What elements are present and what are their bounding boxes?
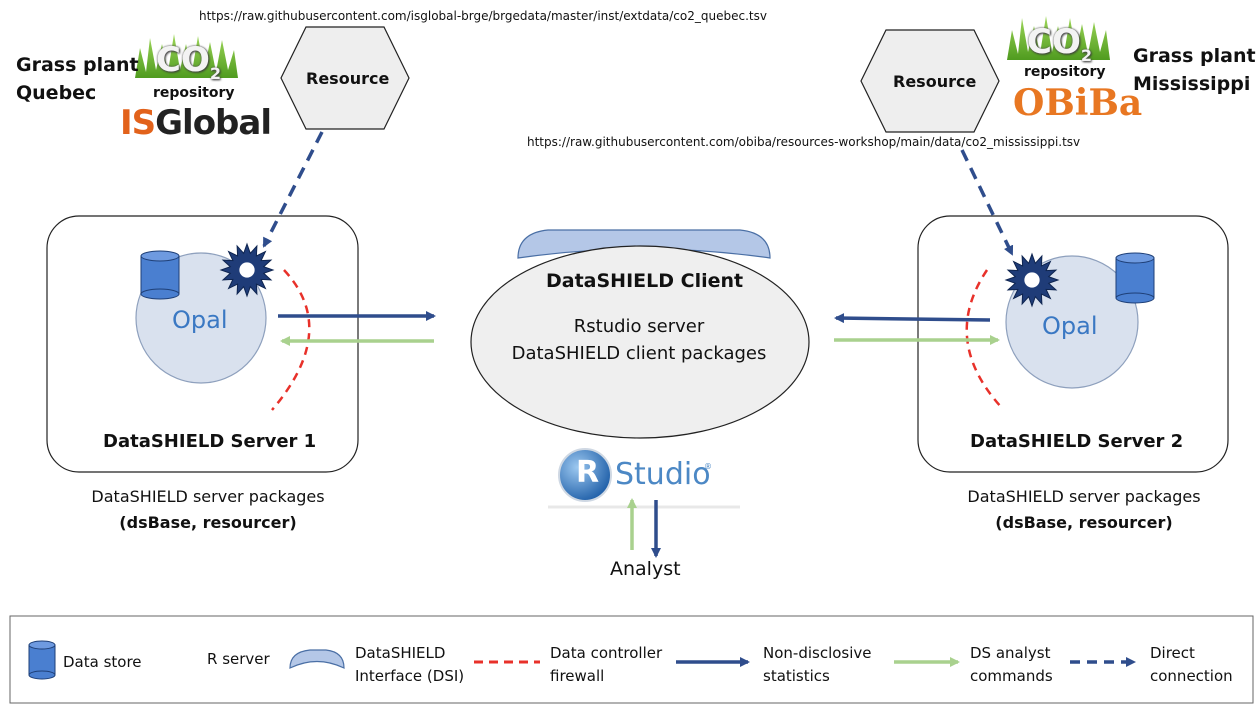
- isglobal-logo: ISGlobal: [120, 103, 272, 143]
- legend-data-store-label: Data store: [63, 653, 142, 671]
- site-left-line2: Quebec: [16, 82, 97, 104]
- r-server2-icon: [1004, 252, 1060, 308]
- legend-commands-line2: commands: [970, 667, 1053, 685]
- co2-right-logo: CO2: [1027, 22, 1092, 65]
- server1-packages: DataSHIELD server packages (dsBase, reso…: [58, 484, 358, 536]
- server1-title: DataSHIELD Server 1: [103, 431, 317, 452]
- co2-left-logo: CO2: [156, 40, 221, 83]
- server2-title: DataSHIELD Server 2: [970, 431, 1184, 452]
- site-right-label: Grass plant Mississippi: [1133, 42, 1256, 98]
- client-subtitle: Rstudio server DataSHIELD client package…: [486, 313, 792, 367]
- resource-hex-left: [280, 26, 410, 130]
- server1-packages-line: DataSHIELD server packages: [91, 487, 325, 506]
- obiba-logo: OBiBa: [1013, 82, 1143, 124]
- server2-packages: DataSHIELD server packages (dsBase, reso…: [934, 484, 1234, 536]
- legend-box: [9, 615, 1254, 704]
- legend-dsi-label: DataSHIELD Interface (DSI): [355, 642, 464, 688]
- rstudio-ball: [558, 448, 612, 502]
- opal2-label: Opal: [1042, 312, 1098, 340]
- analyst-label: Analyst: [610, 558, 681, 580]
- resource-right-label: Resource: [893, 72, 977, 91]
- r-server1-icon: [219, 242, 275, 298]
- legend-direct-line2: connection: [1150, 667, 1233, 685]
- data-store1-icon: [140, 250, 180, 300]
- client-ellipse: [470, 245, 810, 439]
- legend-direct-label: Direct connection: [1150, 642, 1233, 688]
- direct-connection-left: [262, 131, 324, 248]
- client-line2: DataSHIELD client packages: [511, 343, 767, 364]
- firewall1: [271, 269, 311, 411]
- resource-hex-right: [860, 29, 1000, 133]
- data-store2-icon: [1115, 252, 1155, 304]
- mississippi-url: https://raw.githubusercontent.com/obiba/…: [527, 135, 1081, 149]
- legend-dsi-line1: DataSHIELD: [355, 644, 446, 662]
- rstudio-reg: ®: [704, 462, 712, 471]
- legend-firewall-label: Data controller firewall: [550, 642, 662, 688]
- legend-dsi-icon: [289, 649, 345, 669]
- server2-packages-line: DataSHIELD server packages: [967, 487, 1201, 506]
- legend-firewall-line1: Data controller: [550, 644, 663, 662]
- grass-right-icon: [1007, 16, 1110, 60]
- rstudio-r-letter: R: [576, 455, 600, 490]
- site-left-label: Grass plant Quebec: [16, 51, 139, 107]
- legend-r-server-label: R server: [207, 650, 270, 668]
- legend-dsi-line2: Interface (DSI): [355, 667, 465, 685]
- legend-firewall-line2: firewall: [550, 667, 605, 685]
- opal1-label: Opal: [172, 306, 228, 334]
- legend-nds-line1: Non-disclosive: [763, 644, 872, 662]
- client-title: DataSHIELD Client: [546, 270, 744, 292]
- legend-direct-line1: Direct: [1150, 644, 1195, 662]
- client-line1: Rstudio server: [573, 316, 705, 337]
- rstudio-wordmark: Studio: [615, 457, 711, 492]
- stats-arrow-server2: [834, 313, 991, 324]
- legend-nds-line2: statistics: [763, 667, 830, 685]
- legend-commands-label: DS analyst commands: [970, 642, 1053, 688]
- site-right-line2: Mississippi: [1133, 73, 1251, 95]
- grass-left-icon: [135, 34, 238, 78]
- repo-right-label: repository: [1024, 64, 1106, 80]
- site-left-line1: Grass plant: [16, 54, 139, 76]
- legend-data-store-icon: [28, 640, 56, 680]
- legend-commands-line1: DS analyst: [970, 644, 1051, 662]
- resource-left-label: Resource: [306, 69, 390, 88]
- quebec-url: https://raw.githubusercontent.com/isglob…: [199, 9, 767, 23]
- server2-packages-bold: (dsBase, resourcer): [995, 513, 1173, 532]
- repo-left-label: repository: [153, 85, 235, 101]
- site-right-line1: Grass plant: [1133, 45, 1256, 67]
- legend-nds-label: Non-disclosive statistics: [763, 642, 872, 688]
- server1-packages-bold: (dsBase, resourcer): [119, 513, 297, 532]
